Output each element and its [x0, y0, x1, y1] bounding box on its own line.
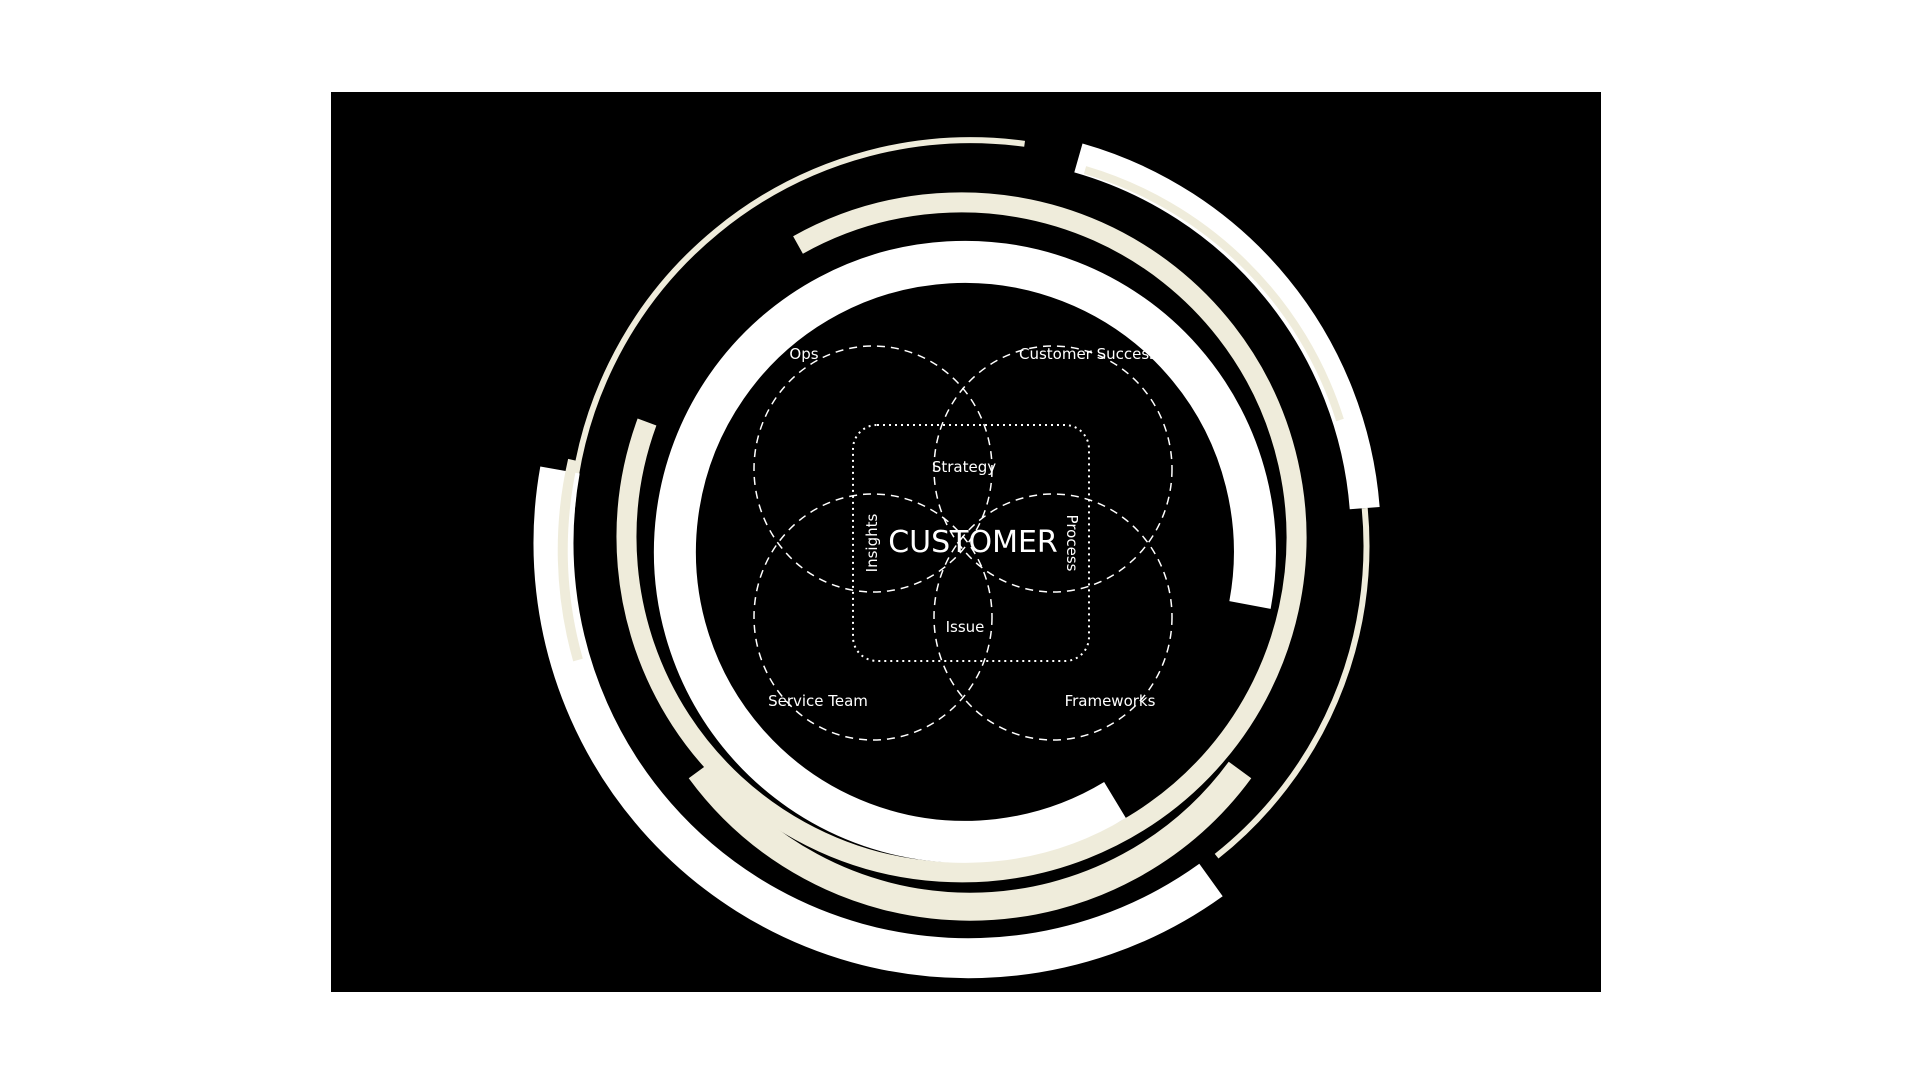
circle-label-top-right: Customer Success	[1019, 345, 1157, 363]
inner-white-ring-arc	[653, 240, 1276, 863]
middle-cream-ring-arc	[616, 192, 1307, 883]
circle-top-right	[933, 345, 1173, 593]
circle-bottom-right	[933, 493, 1173, 741]
venn-circles	[753, 345, 1173, 741]
outer-left-cream-stripe	[557, 458, 583, 662]
overlap-label-left: Insights	[863, 513, 881, 572]
overlap-label-right: Process	[1063, 515, 1081, 572]
overlap-label-top: Strategy	[932, 458, 996, 476]
middle-cream-bottom-band	[688, 761, 1252, 921]
circle-top-left	[753, 345, 993, 593]
circle-label-bottom-left: Service Team	[768, 692, 868, 710]
outer-thin-ring-arc	[568, 137, 1026, 516]
top-right-cream-arc	[1083, 166, 1344, 422]
outer-right-thin-ring-arc	[1214, 507, 1370, 859]
circle-label-top-left: Ops	[789, 345, 818, 363]
decorative-rings	[533, 137, 1380, 979]
circle-label-bottom-right: Frameworks	[1065, 692, 1156, 710]
outer-white-arc	[533, 466, 1223, 979]
overlap-label-bottom: Issue	[946, 618, 985, 636]
top-right-white-arc	[1074, 143, 1380, 510]
circle-bottom-left	[753, 493, 993, 741]
customer-box	[852, 424, 1090, 662]
center-label: CUSTOMER	[888, 525, 1058, 560]
